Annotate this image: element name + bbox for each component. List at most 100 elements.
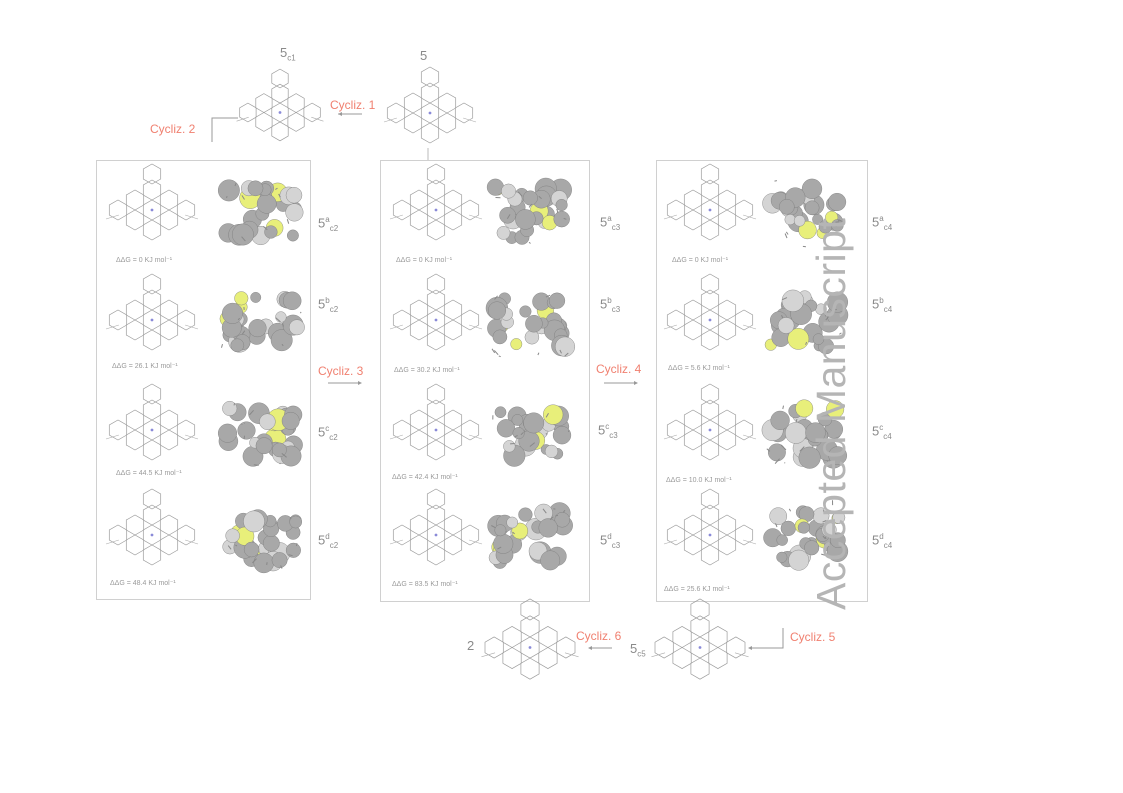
nitrogen-atom — [708, 428, 712, 432]
ring-7 — [392, 309, 412, 331]
carbon-atom — [285, 542, 301, 558]
compound-5c5-label: 5c5 — [630, 641, 646, 659]
stick-bond — [520, 432, 524, 436]
carbon-atom — [281, 412, 300, 430]
carbon-atom — [494, 406, 507, 419]
ring-5 — [426, 289, 446, 311]
carbon-atom — [776, 551, 788, 563]
ring-6 — [142, 329, 162, 351]
ring-9 — [271, 68, 289, 89]
sulfur-atom — [798, 220, 817, 240]
carbon-atom — [243, 541, 260, 558]
structure-c4-0 — [663, 163, 757, 241]
ring-6 — [700, 219, 720, 241]
stick-bond — [529, 442, 536, 447]
stick-bond — [252, 558, 257, 564]
ring-7 — [386, 102, 406, 124]
ring-4 — [717, 429, 737, 451]
stick-bond — [805, 341, 808, 345]
energy-5d-c3: ΔΔG = 83.5 KJ mol⁻¹ — [392, 581, 458, 588]
carbon-atom — [523, 412, 545, 434]
ring-9 — [420, 66, 440, 88]
nitrogen-atom — [434, 208, 438, 212]
carbon-atom — [499, 206, 516, 224]
model-3d-c2-0 — [217, 179, 304, 246]
label-5a-c2: 5ac2 — [318, 215, 339, 233]
stick-bond — [226, 195, 228, 199]
stick-bond — [280, 565, 283, 569]
carbon-atom — [826, 291, 848, 313]
stick-bond — [538, 195, 542, 200]
bond-0 — [481, 652, 496, 658]
ring-1 — [125, 189, 145, 211]
label-5c-c2: 5cc2 — [318, 424, 338, 442]
model-3d-c4-0 — [762, 178, 847, 248]
stick-bond — [781, 314, 784, 319]
ring-2 — [159, 299, 179, 321]
carbon-atom — [554, 512, 570, 528]
ring-6 — [520, 657, 540, 680]
carbon-atom — [804, 540, 820, 556]
bond-1 — [564, 652, 579, 658]
carbon-atom — [540, 550, 561, 571]
stick-bond — [281, 343, 284, 347]
stick-bond — [825, 315, 830, 321]
carbon-atom — [552, 426, 572, 445]
carbon-atom — [487, 301, 507, 320]
bond-0 — [105, 214, 119, 220]
ring-1 — [683, 189, 703, 211]
sulfur-atom — [510, 338, 523, 350]
ring-7 — [654, 636, 674, 659]
stick-bond — [782, 405, 784, 410]
ring-4 — [717, 209, 737, 231]
carbon-atom — [554, 336, 575, 357]
stick-bond — [785, 231, 789, 235]
carbon-atom — [780, 520, 796, 537]
stick-bond — [497, 546, 502, 550]
ring-5 — [142, 179, 162, 201]
carbon-atom — [221, 302, 244, 324]
nitrogen-atom — [708, 318, 712, 322]
ring-4 — [717, 319, 737, 341]
ring-2 — [159, 409, 179, 431]
carbon-atom — [817, 411, 833, 427]
ring-9 — [142, 488, 162, 510]
stick-bond — [775, 523, 778, 528]
ring-9 — [700, 163, 720, 185]
ring-3 — [409, 319, 429, 341]
ring-3 — [683, 429, 703, 451]
bond-0 — [236, 116, 249, 122]
ring-7 — [392, 524, 412, 546]
ring-1 — [502, 625, 522, 648]
stick-bond — [549, 516, 554, 521]
bond-0 — [663, 324, 677, 330]
bond-1 — [185, 214, 199, 220]
cycliz-5-label: Cycliz. 5 — [790, 630, 836, 644]
carbon-atom — [289, 319, 305, 336]
ring-2 — [443, 299, 463, 321]
carbon-atom — [256, 193, 277, 214]
structure-c2-2 — [105, 383, 199, 461]
ring-4 — [443, 209, 463, 231]
ring-6 — [690, 657, 710, 680]
stick-bond — [262, 226, 268, 231]
nitrogen-atom — [150, 318, 154, 322]
nitrogen-atom — [708, 208, 712, 212]
energy-5d-c4: ΔΔG = 25.6 KJ mol⁻¹ — [664, 586, 730, 593]
ring-9 — [700, 488, 720, 510]
stick-bond — [545, 412, 549, 418]
ring-2 — [443, 514, 463, 536]
molecule-5c5 — [651, 598, 749, 680]
ring-5 — [426, 179, 446, 201]
nitrogen-atom — [434, 533, 438, 537]
label-5c-c4: 5cc4 — [872, 423, 892, 441]
ring-8 — [176, 419, 196, 441]
stick-bond — [289, 517, 292, 520]
ring-1 — [409, 299, 429, 321]
stick-bond — [528, 203, 533, 208]
nitrogen-atom — [150, 208, 154, 212]
ring-9 — [426, 488, 446, 510]
bond-1 — [185, 434, 199, 440]
bond-0 — [663, 539, 677, 545]
label-5b-c3: 5bc3 — [600, 296, 621, 314]
